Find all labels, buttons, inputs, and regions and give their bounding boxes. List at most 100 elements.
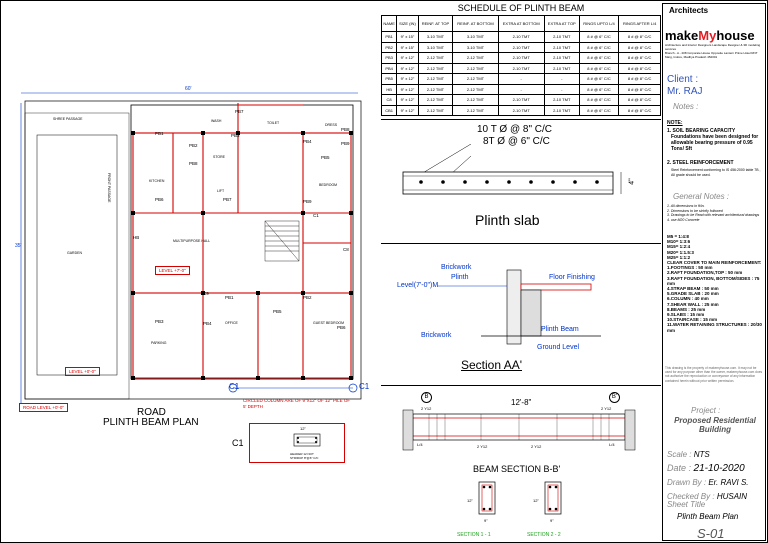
schedule-cell: 2-12 TMT — [417, 83, 454, 95]
schedule-cell: 8 # @ 6" C/C — [578, 83, 620, 95]
mix-item: M20= 1:1.5:3 — [667, 249, 694, 255]
room-label-kitchen: KITCHEN — [149, 179, 165, 183]
mix-item: M10= 1:3:6 — [667, 239, 691, 245]
schedule-cell: 9" x 12" — [396, 52, 419, 64]
firm-label: Architects — [669, 6, 709, 15]
label-ground-level: Ground Level — [537, 344, 580, 351]
schedule-cell: 2-12 TMT — [452, 73, 499, 85]
notes-label: Notes : — [673, 102, 699, 111]
client-label: Client : — [667, 74, 699, 85]
label-level: Level(7'-0")M — [397, 282, 439, 289]
beam-tag: PB8 — [341, 127, 350, 132]
schedule-cell: 8 # @ 6" C/C — [578, 73, 620, 85]
plan-title: PLINTH BEAM PLAN — [103, 417, 199, 428]
room-label-passage: SHREE PASSAGE — [53, 117, 83, 121]
client-name: Mr. RAJ — [667, 86, 703, 97]
schedule-cell: 2-12 TMT — [417, 104, 454, 116]
label-plinth: Plinth — [451, 274, 469, 281]
schedule-cell: 8 # @ 8" C/C — [618, 83, 661, 95]
beam-annotation: L/4 — [609, 442, 615, 447]
slab-section-drawing — [402, 144, 622, 195]
schedule-cell: 2-10 TMT — [497, 52, 545, 64]
beam-section-panel: 12'-8" B B' L/4 L/4 2 Y12 2 Y12 2 Y12 2 … — [381, 385, 661, 541]
schedule-cell: 8 # @ 8" C/C — [618, 94, 661, 106]
section-aa-title: Section AA' — [461, 358, 522, 372]
schedule-header: RINGS UPTO L/4 — [578, 15, 620, 32]
drawn-value: Er. RAVI S. — [708, 478, 749, 487]
slab-rebar-1: 10 T Ø @ 8" C/C — [477, 124, 553, 135]
schedule-cell: 2-12 TMT — [417, 52, 454, 64]
label-floor-finishing: Floor Finishing — [549, 274, 595, 281]
cover-item: 10.STAIRCASE : 15 mm — [667, 317, 718, 323]
label-plinth-beam: Plinth Beam — [541, 326, 579, 333]
room-label-guest-bedroom: GUEST BEDROOM — [313, 321, 345, 325]
schedule-cell: 9" x 12" — [396, 83, 419, 95]
beam-tag: PB1 — [155, 131, 164, 136]
room-label-wash: WASH — [211, 119, 222, 123]
beam-tag: PB2 — [189, 143, 198, 148]
schedule-cell: 8 # @ 8" C/C — [618, 62, 661, 74]
schedule-cell: 8 # @ 8" C/C — [618, 73, 661, 85]
cover-heading: CLEAR COVER TO MAIN REINFORCEMENT: — [667, 260, 762, 266]
beam-tag: PB6 — [155, 197, 164, 202]
section-1-depth-dim: 12" — [467, 498, 473, 503]
cover-item: 6.COLUMN : 40 mm — [667, 296, 709, 302]
sheet-number: S-01 — [697, 526, 725, 541]
schedule-cell: 8 # @ 8" C/C — [618, 104, 661, 116]
column-note: CIRCLED COLUMN ARE OF 9"X12" OF 12" PILE… — [243, 398, 351, 409]
road-level-tag: ROAD LEVEL +0'-0" — [19, 403, 68, 412]
beam-tag: C9 — [203, 291, 209, 296]
schedule-cell: - — [543, 83, 580, 95]
plinth-beam-plan-drawing — [20, 92, 362, 403]
drawn-label: Drawn By : — [667, 478, 709, 487]
beam-tag: C8 — [343, 247, 349, 252]
beam-tag: HB — [133, 235, 140, 240]
schedule-cell: 2-10 TMT — [543, 52, 580, 64]
schedule-header: NAME — [380, 15, 398, 32]
room-label-front-passage: FRONT PASSAGE — [107, 173, 111, 203]
schedule-cell: 2-12 TMT — [417, 94, 454, 106]
beam-tag: PB9 — [341, 141, 350, 146]
schedule-header: RINGS AFTER L/4 — [618, 15, 661, 32]
section-aa-drawing — [437, 269, 601, 345]
room-label-office: OFFICE — [225, 321, 238, 325]
schedule-header: EXTRA AT TOP — [543, 15, 580, 32]
company-logo: makeMyhouse — [665, 28, 765, 43]
level-hall-tag: LEVEL +7'-0" — [155, 266, 190, 275]
cover-item: 7.SHEAR WALL : 25 mm — [667, 301, 719, 307]
schedule-cell: 2-12 TMT — [452, 52, 499, 64]
note-heading: NOTE: — [667, 120, 683, 126]
schedule-cell: CB1 — [380, 104, 398, 116]
scale-row: Scale : NTS — [667, 444, 710, 462]
room-label-garden: GARDEN — [67, 251, 82, 255]
schedule-cell: 3-10 TMT — [452, 41, 499, 53]
section-2-label: SECTION 2 - 2 — [527, 532, 561, 538]
c1-section-drawing — [293, 433, 321, 447]
schedule-cell: 3-10 TMT — [452, 31, 499, 43]
beam-tag: PB8 — [189, 161, 198, 166]
general-note: 1. All dimensions in ft/in. — [667, 204, 705, 208]
c1-marker-b: C1 — [359, 382, 370, 391]
schedule-header: SIZE (IN) — [396, 15, 419, 32]
note2-title: 2. STEEL REINFORCEMENT — [667, 160, 734, 166]
room-label-toilet: TOILET — [267, 121, 280, 125]
schedule-cell: - — [497, 73, 545, 85]
firm-tagline: Architecture and Interior Designers Land… — [665, 43, 761, 51]
schedule-header: EXTRA AT BOTTOM — [497, 15, 545, 32]
room-label-hall: MULTIPURPOSE HALL — [173, 239, 211, 243]
schedule-cell: 2-10 TMT — [543, 62, 580, 74]
room-label-dress: DRESS — [325, 123, 338, 127]
schedule-cell: 2-10 TMT — [497, 94, 545, 106]
schedule-cell: 2-10 TMT — [543, 94, 580, 106]
section-aa-panel: Brickwork Plinth Level(7'-0")M Floor Fin… — [381, 244, 661, 384]
beam-annotation: L/4 — [417, 442, 423, 447]
schedule-cell: 2-12 TMT — [417, 62, 454, 74]
schedule-cell: 2-12 TMT — [452, 104, 499, 116]
sheet-title: Plinth Beam Plan — [677, 512, 739, 521]
schedule-cell: 2-10 TMT — [497, 62, 545, 74]
slab-thickness: 4" — [628, 178, 636, 185]
